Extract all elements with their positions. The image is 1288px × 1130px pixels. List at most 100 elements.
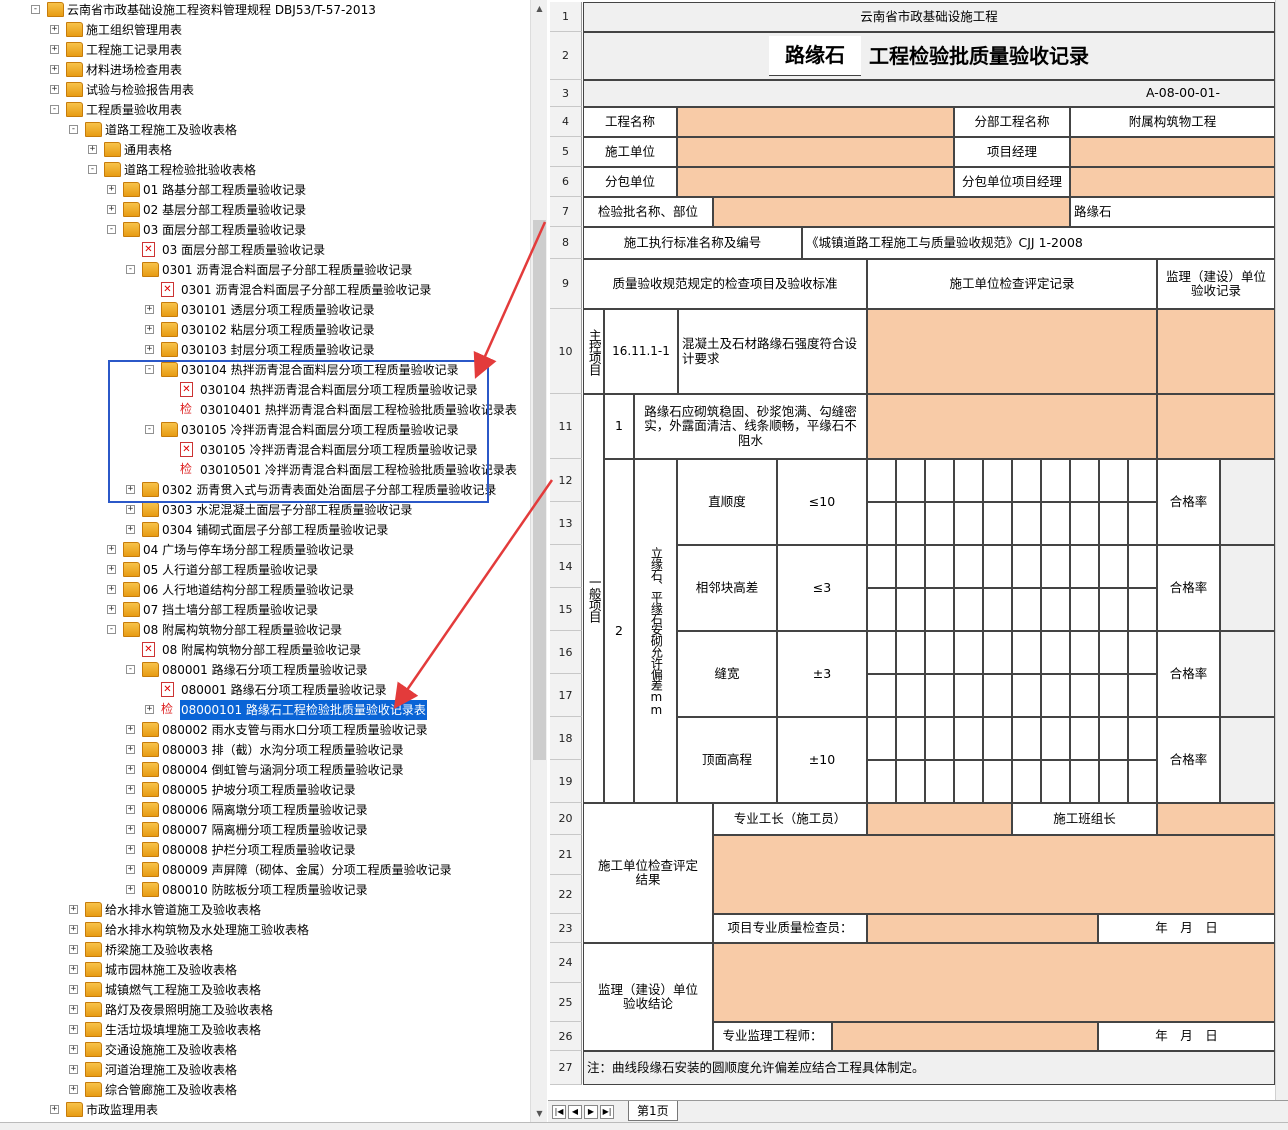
measurement-cell[interactable] — [983, 502, 1012, 545]
tree-node[interactable]: -080001 路缘石分项工程质量验收记录 — [0, 660, 530, 680]
measurement-cell[interactable] — [1012, 588, 1041, 631]
row-header[interactable]: 9 — [550, 259, 582, 309]
measurement-cell[interactable] — [925, 502, 954, 545]
form-title-cell[interactable]: 路缘石 工程检验批质量验收记录 — [583, 32, 1275, 80]
measurement-cell[interactable] — [1099, 760, 1128, 803]
sub-project-value[interactable]: 附属构筑物工程 — [1070, 107, 1275, 137]
measurement-cell[interactable] — [896, 631, 925, 674]
tree-node[interactable]: +市政监理用表 — [0, 1100, 530, 1120]
measurement-cell[interactable] — [954, 760, 983, 803]
row-header[interactable]: 2 — [550, 32, 582, 80]
general-item-1-supervisor-input[interactable] — [1157, 394, 1275, 459]
measurement-cell[interactable] — [983, 717, 1012, 760]
measurement-cell[interactable] — [1041, 588, 1070, 631]
tree-node[interactable]: +080003 排（截）水沟分项工程质量验收记录 — [0, 740, 530, 760]
tree-node[interactable]: +030101 透层分项工程质量验收记录 — [0, 300, 530, 320]
tree-node[interactable]: +给水排水构筑物及水处理施工验收表格 — [0, 920, 530, 940]
form-code-cell[interactable]: A-08-00-01- — [583, 80, 1275, 107]
tree-node[interactable]: +试验与检验报告用表 — [0, 80, 530, 100]
measurement-cell[interactable] — [1041, 545, 1070, 588]
collapse-icon[interactable]: - — [50, 104, 59, 114]
measurement-cell[interactable] — [867, 502, 896, 545]
measurement-cell[interactable] — [896, 717, 925, 760]
measurement-cell[interactable] — [867, 717, 896, 760]
row-header[interactable]: 21 — [550, 835, 582, 875]
measurement-cell[interactable] — [1099, 459, 1128, 502]
tree-node[interactable]: -0301 沥青混合料面层子分部工程质量验收记录 — [0, 260, 530, 280]
expand-icon[interactable]: + — [50, 44, 59, 54]
tree-node[interactable]: +05 人行道分部工程质量验收记录 — [0, 560, 530, 580]
measurement-cell[interactable] — [954, 545, 983, 588]
expand-icon[interactable]: + — [107, 604, 116, 614]
measurement-cell[interactable] — [1128, 502, 1157, 545]
contractor-date[interactable]: 年 月 日 — [1098, 914, 1275, 943]
collapse-icon[interactable]: - — [107, 224, 116, 234]
expand-icon[interactable]: + — [69, 1044, 78, 1054]
row-header[interactable]: 5 — [550, 137, 582, 167]
measurement-cell[interactable] — [983, 459, 1012, 502]
expand-icon[interactable]: + — [126, 824, 135, 834]
tree-node[interactable]: +02 基层分部工程质量验收记录 — [0, 200, 530, 220]
tree-node[interactable]: +080008 护栏分项工程质量验收记录 — [0, 840, 530, 860]
expand-icon[interactable]: + — [69, 904, 78, 914]
measurement-cell[interactable] — [1041, 459, 1070, 502]
supervisor-engineer-input[interactable] — [832, 1022, 1098, 1051]
measurement-cell[interactable] — [925, 588, 954, 631]
measurement-cell[interactable] — [896, 502, 925, 545]
prev-sheet-icon[interactable]: ◀ — [568, 1105, 582, 1119]
row-header[interactable]: 4 — [550, 107, 582, 137]
expand-icon[interactable]: + — [126, 764, 135, 774]
measurement-cell[interactable] — [1012, 459, 1041, 502]
main-item-check-input[interactable] — [867, 309, 1157, 394]
general-item-1-check-input[interactable] — [867, 394, 1157, 459]
row-header[interactable]: 1 — [550, 2, 582, 32]
team-leader-input[interactable] — [1157, 803, 1275, 835]
measurement-cell[interactable] — [1041, 631, 1070, 674]
tree-node[interactable]: +河道治理施工及验收表格 — [0, 1060, 530, 1080]
tree-node[interactable]: +080010 防眩板分项工程质量验收记录 — [0, 880, 530, 900]
tree-node[interactable]: +0304 铺砌式面层子分部工程质量验收记录 — [0, 520, 530, 540]
tree-node[interactable]: +030102 粘层分项工程质量验收记录 — [0, 320, 530, 340]
main-item-supervisor-input[interactable] — [1157, 309, 1275, 394]
tree-node[interactable]: +城市园林施工及验收表格 — [0, 960, 530, 980]
measurement-cell[interactable] — [954, 588, 983, 631]
row-header[interactable]: 13 — [550, 502, 582, 545]
expand-icon[interactable]: + — [107, 204, 116, 214]
qc-inspector-input[interactable] — [867, 914, 1098, 943]
pass-rate-value[interactable] — [1220, 459, 1275, 545]
tree-node[interactable]: +0303 水泥混凝土面层子分部工程质量验收记录 — [0, 500, 530, 520]
measurement-cell[interactable] — [867, 459, 896, 502]
measurement-cell[interactable] — [1128, 545, 1157, 588]
measurement-cell[interactable] — [1012, 502, 1041, 545]
tree-node[interactable]: ✕03 面层分部工程质量验收记录 — [0, 240, 530, 260]
tree-node[interactable]: +路灯及夜景照明施工及验收表格 — [0, 1000, 530, 1020]
scroll-down-arrow-icon[interactable]: ▼ — [536, 1109, 543, 1118]
measurement-cell[interactable] — [1070, 717, 1099, 760]
measurement-cell[interactable] — [1128, 760, 1157, 803]
tree-node[interactable]: +施工组织管理用表 — [0, 20, 530, 40]
measurement-cell[interactable] — [1099, 545, 1128, 588]
contractor-result-input[interactable] — [713, 835, 1275, 914]
tree-node[interactable]: -08 附属构筑物分部工程质量验收记录 — [0, 620, 530, 640]
measurement-cell[interactable] — [983, 674, 1012, 717]
measurement-cell[interactable] — [1099, 717, 1128, 760]
tree-node[interactable]: +080006 隔离墩分项工程质量验收记录 — [0, 800, 530, 820]
expand-icon[interactable]: + — [69, 984, 78, 994]
measurement-cell[interactable] — [1070, 459, 1099, 502]
tree-node[interactable]: ✕030104 热拌沥青混合料面层分项工程质量验收记录 — [0, 380, 530, 400]
expand-icon[interactable]: + — [69, 1004, 78, 1014]
tree-node[interactable]: +材料进场检查用表 — [0, 60, 530, 80]
measurement-cell[interactable] — [1128, 631, 1157, 674]
measurement-cell[interactable] — [983, 545, 1012, 588]
collapse-icon[interactable]: - — [126, 664, 135, 674]
measurement-cell[interactable] — [1070, 760, 1099, 803]
measurement-cell[interactable] — [1070, 545, 1099, 588]
expand-icon[interactable]: + — [69, 1064, 78, 1074]
measurement-cell[interactable] — [954, 502, 983, 545]
measurement-cell[interactable] — [983, 760, 1012, 803]
scroll-thumb[interactable] — [533, 220, 546, 760]
next-sheet-icon[interactable]: ▶ — [584, 1105, 598, 1119]
measurement-cell[interactable] — [1128, 588, 1157, 631]
measurement-cell[interactable] — [983, 588, 1012, 631]
collapse-icon[interactable]: - — [145, 364, 154, 374]
